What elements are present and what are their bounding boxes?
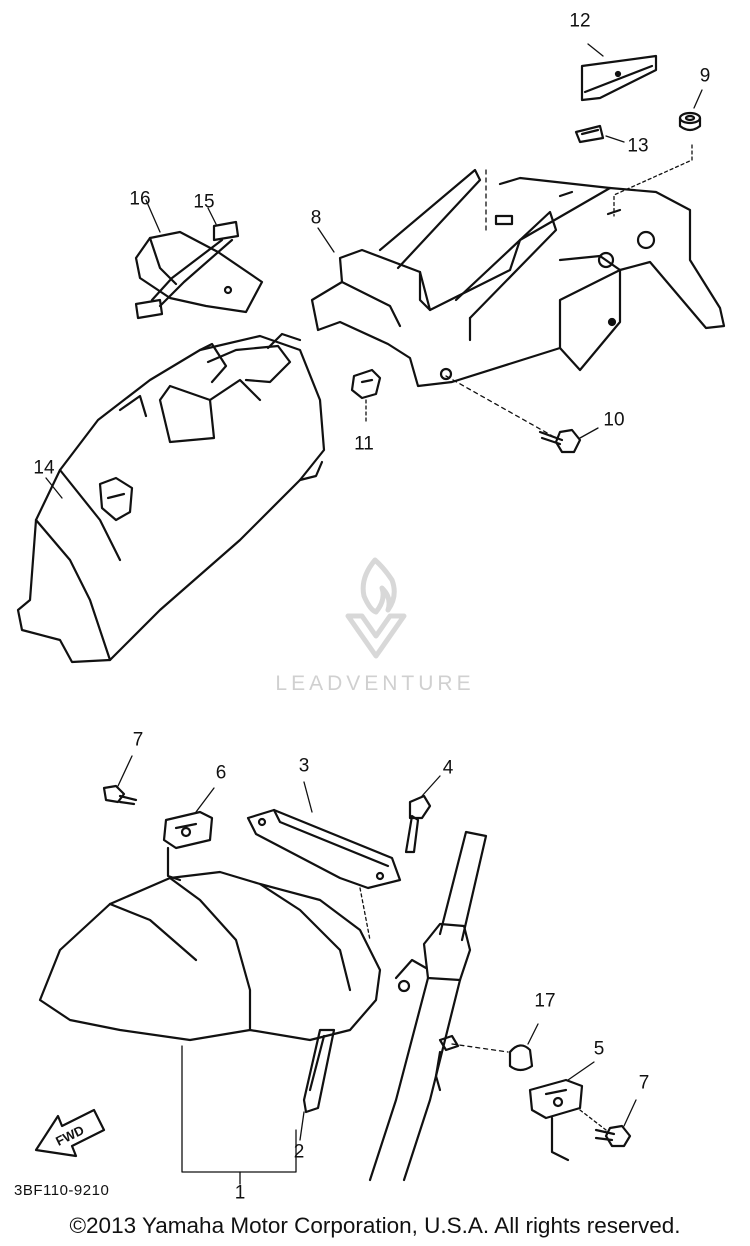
- callout-8: 8: [310, 207, 322, 229]
- part-10-bolt: [538, 428, 582, 454]
- part-7-bolt-bottom: [594, 1124, 632, 1148]
- part-14-rear-fender: [16, 332, 326, 664]
- part-3-plate: [246, 808, 402, 890]
- callout-12: 12: [569, 10, 591, 32]
- part-4-screw: [404, 794, 432, 854]
- part-7-bolt-top: [102, 784, 138, 806]
- callout-17: 17: [534, 990, 556, 1012]
- callout-11: 11: [354, 433, 374, 455]
- part-2-reflector: [302, 1028, 336, 1114]
- callout-10: 10: [603, 409, 625, 431]
- callout-2: 2: [293, 1141, 305, 1163]
- part-8-rear-bracket: [310, 168, 726, 388]
- part-6-bracket: [162, 810, 214, 882]
- part-11-nut: [350, 368, 382, 400]
- part-12-pad: [580, 54, 658, 102]
- part-17-cap: [508, 1044, 534, 1072]
- copyright-notice: ©2013 Yamaha Motor Corporation, U.S.A. A…: [69, 1213, 681, 1238]
- callout-14: 14: [33, 457, 55, 479]
- callout-7-top: 7: [132, 729, 144, 751]
- part-9-grommet: [678, 111, 702, 132]
- part-13-clip: [574, 124, 605, 144]
- callout-5: 5: [593, 1038, 605, 1060]
- fwd-arrow-text: FWD: [53, 1122, 86, 1148]
- part-1-front-fender: [38, 870, 382, 1042]
- callout-6: 6: [215, 762, 227, 784]
- fwd-arrow: [34, 1108, 106, 1158]
- fork-tube: [368, 830, 488, 1182]
- watermark-logo-icon: [345, 557, 407, 659]
- callout-13: 13: [627, 135, 649, 157]
- callout-15: 15: [193, 191, 215, 213]
- callout-4: 4: [442, 757, 454, 779]
- callout-1: 1: [234, 1182, 246, 1204]
- part-15-band: [134, 220, 240, 320]
- callout-7-bottom: 7: [638, 1072, 650, 1094]
- callout-16: 16: [129, 188, 151, 210]
- watermark-text: LEADVENTURE: [275, 672, 475, 695]
- callout-3: 3: [298, 755, 310, 777]
- part-5-bracket: [528, 1078, 584, 1162]
- callout-9: 9: [699, 65, 711, 87]
- diagram-code: 3BF110-9210: [14, 1182, 110, 1199]
